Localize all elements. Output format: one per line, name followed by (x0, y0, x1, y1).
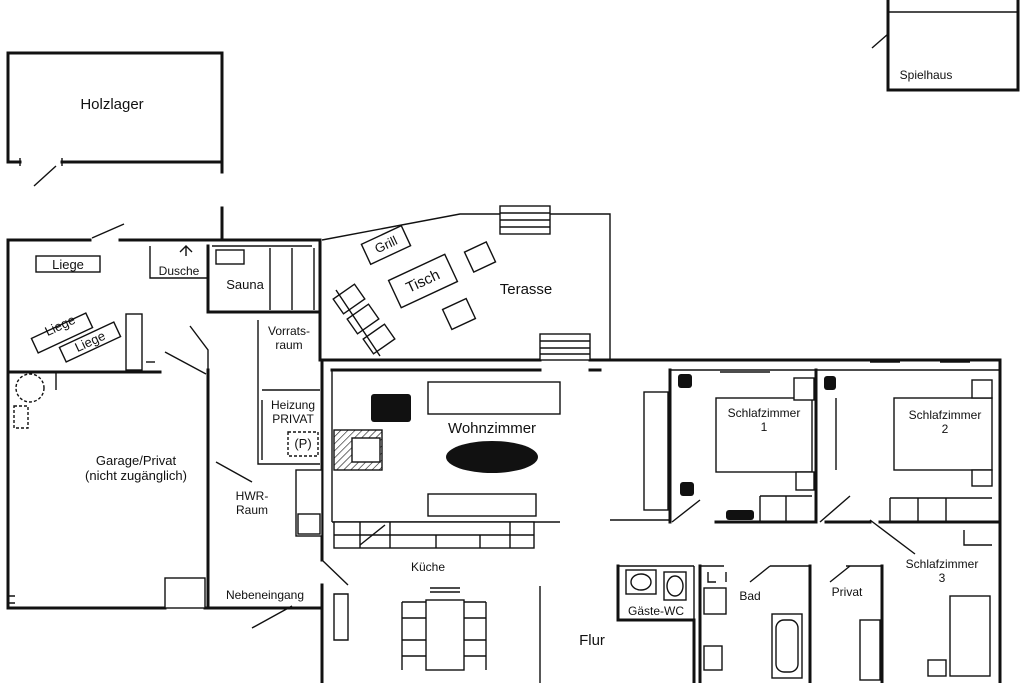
room-label-privat: Privat (831, 585, 863, 599)
spielhaus-building (871, 0, 1020, 92)
kitchen (333, 521, 541, 683)
room-label-heizung: Heizung PRIVAT (270, 398, 316, 426)
room-label-bad: Bad (739, 589, 761, 603)
lounge-furniture (30, 255, 122, 363)
nebeneingang-label: Nebeneingang (225, 588, 305, 602)
bath-area (616, 519, 992, 683)
wellness-area (149, 244, 383, 537)
room-label-schlafzimmer-2: Schlafzimmer 2 (908, 408, 982, 436)
room-label-dusche: Dusche (158, 264, 200, 278)
living-room (330, 368, 670, 523)
holzlager-building (6, 51, 224, 187)
room-label-wohnzimmer: Wohnzimmer (447, 420, 537, 437)
parking-label: (P) (294, 436, 312, 451)
terrace (321, 205, 611, 361)
left-wing-interior (6, 313, 349, 629)
room-label-holzlager: Holzlager (80, 96, 144, 113)
room-label-kueche: Küche (410, 560, 446, 574)
room-label-hwr-raum: HWR- Raum (235, 489, 269, 517)
room-label-terasse: Terasse (499, 281, 553, 298)
room-label-spielhaus: Spielhaus (899, 68, 953, 82)
room-label-schlafzimmer-3: Schlafzimmer 3 (905, 557, 979, 585)
room-label-garage: Garage/Privat (nicht zugänglich) (85, 453, 187, 483)
room-label-flur: Flur (579, 632, 605, 649)
room-label-vorratsraum: Vorrats- raum (267, 324, 310, 352)
bedrooms-1-2 (668, 359, 1002, 524)
room-label-sauna: Sauna (226, 277, 264, 292)
room-label-gaeste-wc: Gäste-WC (627, 604, 684, 618)
outer-walls (6, 206, 1002, 683)
room-label-schlafzimmer-1: Schlafzimmer 1 (727, 406, 801, 434)
liege-label-1: Liege (52, 257, 84, 272)
